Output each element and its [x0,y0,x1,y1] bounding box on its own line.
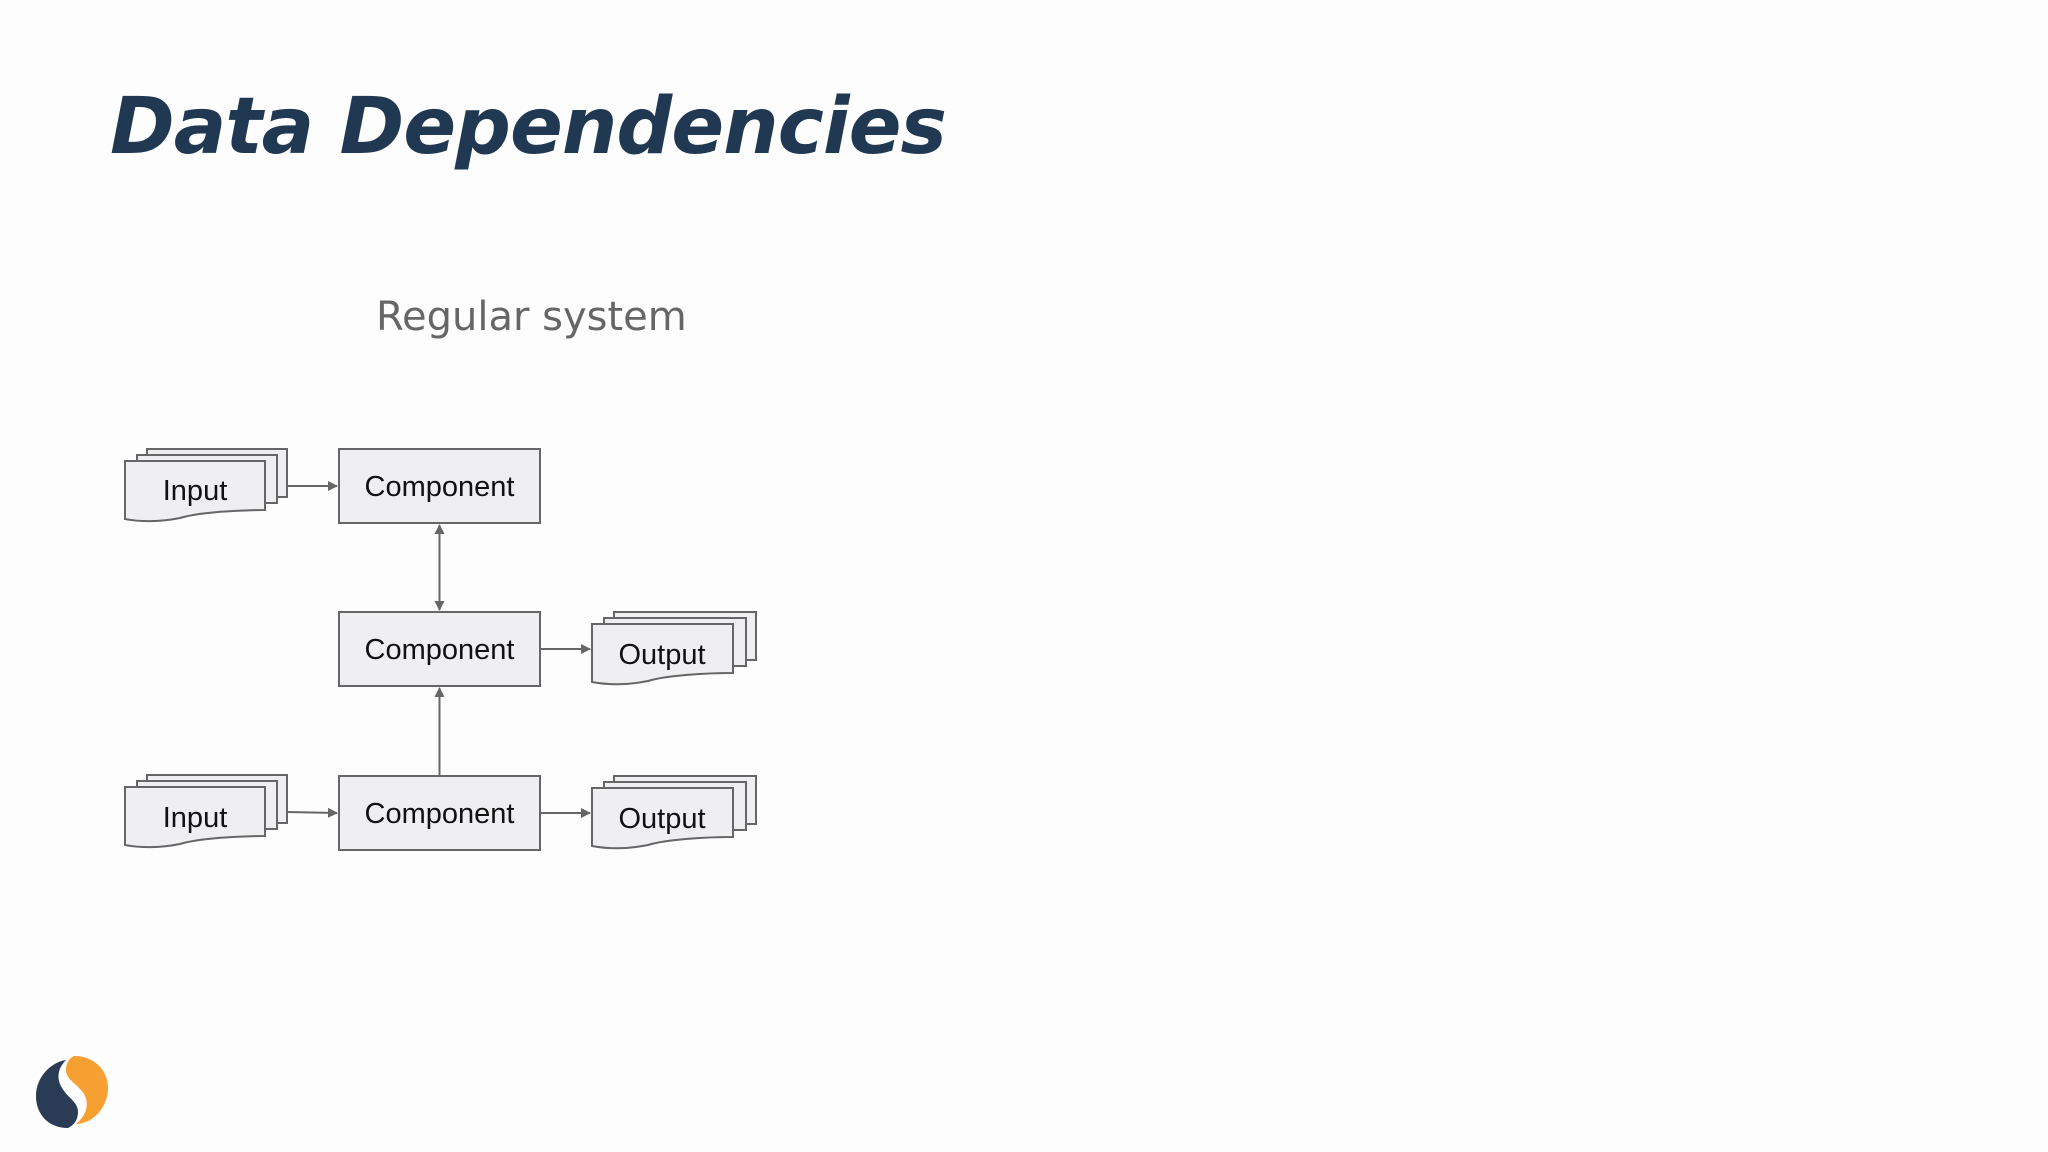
output-label-2: Output [618,803,705,835]
output-label-1: Output [618,639,705,671]
output-node-2: Output [591,775,757,850]
component-label-1: Component [365,471,515,503]
diagram-subtitle: Regular system [376,294,687,340]
component-node-3: Component [338,775,541,851]
page-title: Data Dependencies [110,82,947,172]
component-label-2: Component [365,634,515,666]
input-label-1: Input [163,475,228,507]
component-node-2: Component [338,611,541,687]
brand-logo-icon [36,1056,108,1128]
component-label-3: Component [365,798,515,830]
input-node-1: Input [124,448,288,523]
output-node-1: Output [591,611,757,686]
edge-input2-component3 [286,807,338,818]
component-node-1: Component [338,448,541,524]
input-label-2: Input [163,802,228,834]
input-node-2: Input [124,774,288,849]
